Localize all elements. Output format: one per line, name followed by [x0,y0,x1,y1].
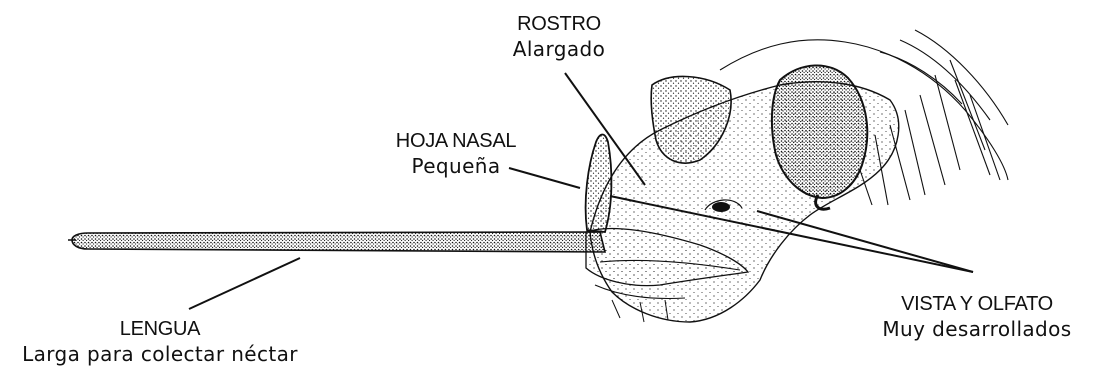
label-rostro: ROSTRO Alargado [474,12,644,62]
label-vista-olfato-subtitle: Muy desarrollados [852,317,1100,342]
label-vista-olfato: VISTA Y OLFATO Muy desarrollados [852,292,1100,342]
label-hoja-nasal: HOJA NASAL Pequeña [356,129,556,179]
label-lengua-title: LENGUA [0,317,320,342]
tongue [68,232,605,252]
leader-line-vista-eye [757,211,973,272]
nose-leaf [586,135,612,233]
label-hoja-nasal-subtitle: Pequeña [356,154,556,179]
label-lengua: LENGUA Larga para colectar néctar [0,317,320,367]
label-rostro-title: ROSTRO [474,12,644,37]
label-lengua-subtitle: Larga para colectar néctar [0,342,320,367]
leader-line-lengua [189,258,300,309]
label-rostro-subtitle: Alargado [474,37,644,62]
label-vista-olfato-title: VISTA Y OLFATO [852,292,1100,317]
label-hoja-nasal-title: HOJA NASAL [356,129,556,154]
